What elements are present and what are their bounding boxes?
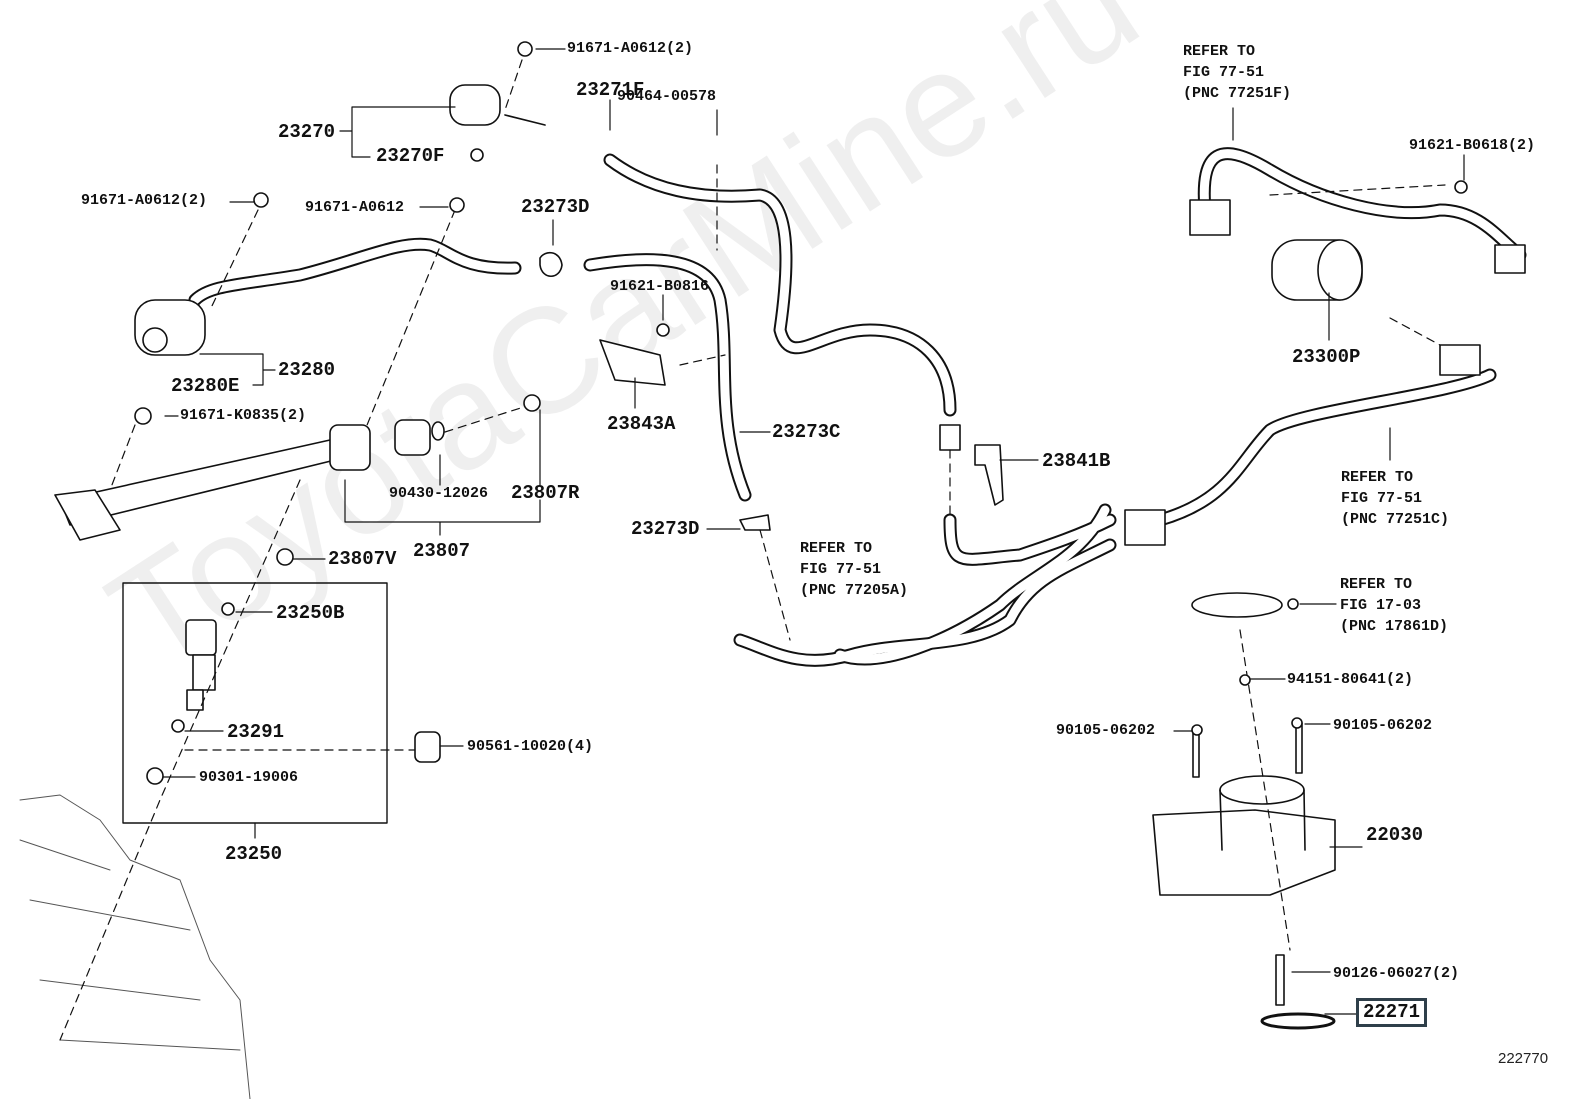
refer-note-77251C[interactable]: REFER TO FIG 77-51 (PNC 77251C) xyxy=(1341,469,1450,528)
refer-note-17861D[interactable]: REFER TO FIG 17-03 (PNC 17861D) xyxy=(1340,576,1449,635)
label-91671-K0835-2[interactable]: 91671-K0835(2) xyxy=(180,407,307,424)
label-91671-A0612-2-top[interactable]: 91671-A0612(2) xyxy=(567,40,694,57)
label-90301-19006[interactable]: 90301-19006 xyxy=(199,769,299,786)
throttle-body-22030 xyxy=(1152,592,1336,1030)
label-90126-06027-2[interactable]: 90126-06027(2) xyxy=(1333,965,1460,982)
label-23807R[interactable]: 23807R xyxy=(511,482,580,504)
label-91671-A0612-2-left[interactable]: 91671-A0612(2) xyxy=(81,192,208,209)
regulator-23280 xyxy=(134,299,206,356)
refer-note-77205A[interactable]: REFER TO FIG 77-51 (PNC 77205A) xyxy=(800,540,909,599)
figure-number: 222770 xyxy=(1498,1050,1549,1067)
label-23273D-top[interactable]: 23273D xyxy=(521,196,590,218)
label-23841B[interactable]: 23841B xyxy=(1042,450,1111,472)
label-90561-10020-4[interactable]: 90561-10020(4) xyxy=(467,738,594,755)
label-23291[interactable]: 23291 xyxy=(227,721,285,743)
fuel-rail xyxy=(54,419,445,541)
label-22030[interactable]: 22030 xyxy=(1366,824,1424,846)
label-23807[interactable]: 23807 xyxy=(413,540,471,562)
label-23271F[interactable]: 23271F xyxy=(576,79,645,101)
injector xyxy=(146,548,441,785)
label-23300P[interactable]: 23300P xyxy=(1292,346,1361,368)
leader-lines xyxy=(162,48,1465,1015)
label-23843A[interactable]: 23843A xyxy=(607,413,676,435)
label-23273C[interactable]: 23273C xyxy=(772,421,841,443)
label-90105-06202-left[interactable]: 90105-06202 xyxy=(1056,722,1156,739)
label-90464-00578[interactable]: 90464-00578 xyxy=(617,88,717,105)
hose-cores xyxy=(190,149,1525,665)
engine-outline xyxy=(19,794,251,1099)
label-23250B[interactable]: 23250B xyxy=(276,602,345,624)
assembly-lines xyxy=(59,59,1446,1041)
label-23280[interactable]: 23280 xyxy=(278,359,336,381)
label-23280E[interactable]: 23280E xyxy=(171,375,240,397)
label-91671-A0612[interactable]: 91671-A0612 xyxy=(305,199,405,216)
label-23270F[interactable]: 23270F xyxy=(376,145,445,167)
brackets xyxy=(539,251,1004,531)
label-90105-06202-right[interactable]: 90105-06202 xyxy=(1333,717,1433,734)
label-91621-B0816[interactable]: 91621-B0816 xyxy=(610,278,710,295)
label-23250[interactable]: 23250 xyxy=(225,843,283,865)
label-22271-highlighted[interactable]: 22271 xyxy=(1356,998,1428,1027)
label-23807V[interactable]: 23807V xyxy=(328,548,397,570)
label-23270[interactable]: 23270 xyxy=(278,121,336,143)
label-91621-B0618-2[interactable]: 91621-B0618(2) xyxy=(1409,137,1536,154)
label-94151-80641-2[interactable]: 94151-80641(2) xyxy=(1287,671,1414,688)
bolt-heads xyxy=(134,41,1468,736)
label-23273D-lower[interactable]: 23273D xyxy=(631,518,700,540)
label-90430-12026[interactable]: 90430-12026 xyxy=(389,485,489,502)
refer-note-77251F[interactable]: REFER TO FIG 77-51 (PNC 77251F) xyxy=(1183,43,1292,102)
damper-23270 xyxy=(449,84,546,162)
pump-23300P xyxy=(939,199,1526,546)
injector-group-box xyxy=(122,582,388,824)
